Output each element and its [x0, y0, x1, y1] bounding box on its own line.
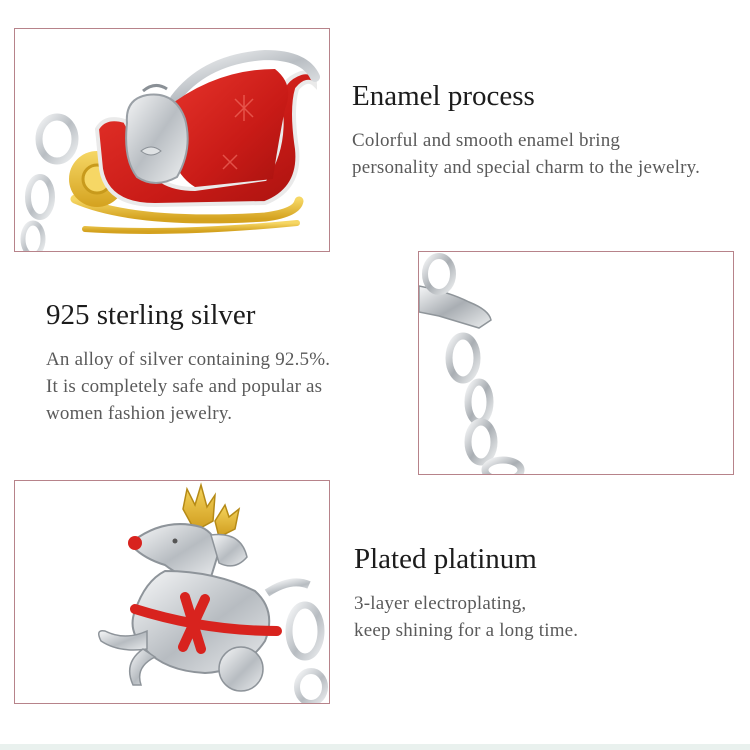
silver-heading: 925 sterling silver: [46, 299, 256, 331]
enamel-desc-line: Colorful and smooth enamel bring: [352, 130, 621, 151]
enamel-heading: Enamel process: [352, 80, 535, 112]
silver-section: 925 sterling silver An alloy of silver c…: [46, 298, 406, 427]
platinum-heading: Plated platinum: [354, 543, 537, 575]
platinum-section: Plated platinum 3-layer electroplating, …: [354, 542, 734, 644]
sleigh-charm-image: [14, 28, 330, 252]
silver-desc-line: An alloy of silver containing 92.5%.: [46, 349, 331, 370]
reindeer-charm-image: [14, 480, 330, 704]
silver-desc-line: women fashion jewelry.: [46, 403, 233, 424]
chain-detail-image: [418, 251, 734, 475]
platinum-desc-line: 3-layer electroplating,: [354, 593, 527, 614]
platinum-desc-line: keep shining for a long time.: [354, 620, 579, 641]
bottom-divider: [0, 744, 750, 750]
silver-desc-line: It is completely safe and popular as: [46, 376, 323, 397]
enamel-section: Enamel process Colorful and smooth ename…: [352, 79, 748, 181]
enamel-desc-line: personality and special charm to the jew…: [352, 157, 701, 178]
